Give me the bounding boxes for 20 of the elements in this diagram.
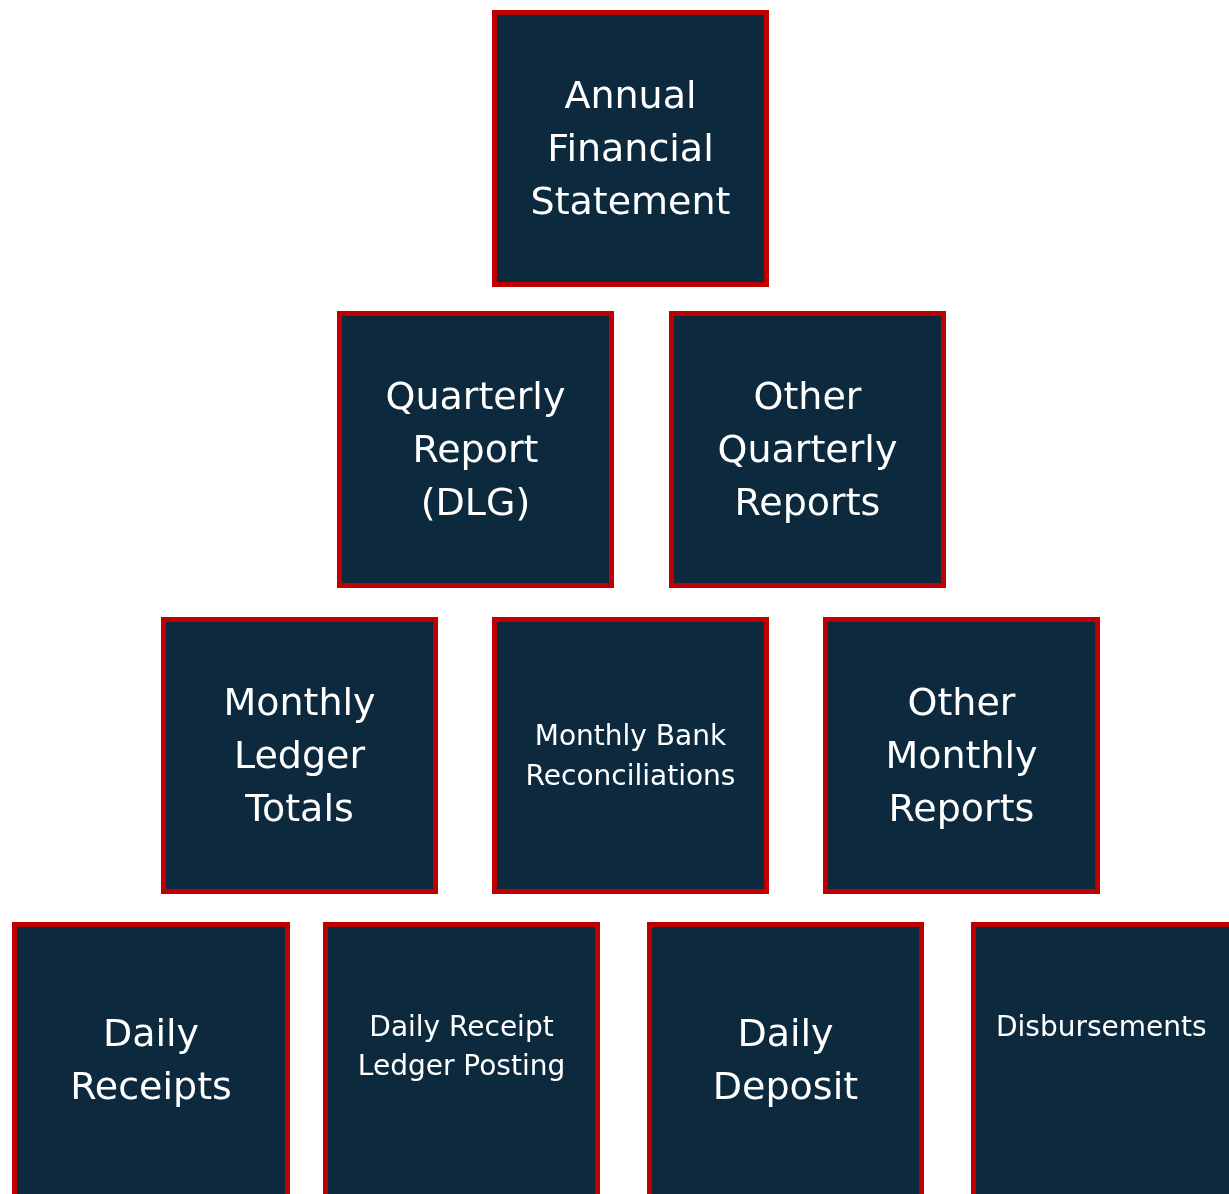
box-label: Daily Receipts [69, 1010, 233, 1111]
process-box [971, 922, 1229, 1194]
box-label: Daily Receipt Ledger Posting [356, 1009, 567, 1085]
process-box [669, 311, 946, 588]
process-box [823, 617, 1100, 894]
process-box [323, 922, 600, 1194]
box-label: Monthly Bank Reconciliations [524, 718, 737, 794]
box-label: Other Monthly Reports [884, 678, 1039, 833]
process-box [161, 617, 438, 894]
process-box [492, 617, 769, 894]
process-box [337, 311, 614, 588]
box-label: Daily Deposit [711, 1010, 860, 1111]
process-box [492, 10, 769, 287]
box-label: Monthly Ledger Totals [222, 678, 377, 833]
box-label: Quarterly Report (DLG) [384, 372, 567, 527]
process-box [647, 922, 924, 1194]
box-label: Annual Financial Statement [530, 71, 731, 226]
process-box [12, 922, 290, 1194]
box-label: Other Quarterly Reports [716, 372, 899, 527]
box-label: Disbursements [996, 1009, 1207, 1045]
